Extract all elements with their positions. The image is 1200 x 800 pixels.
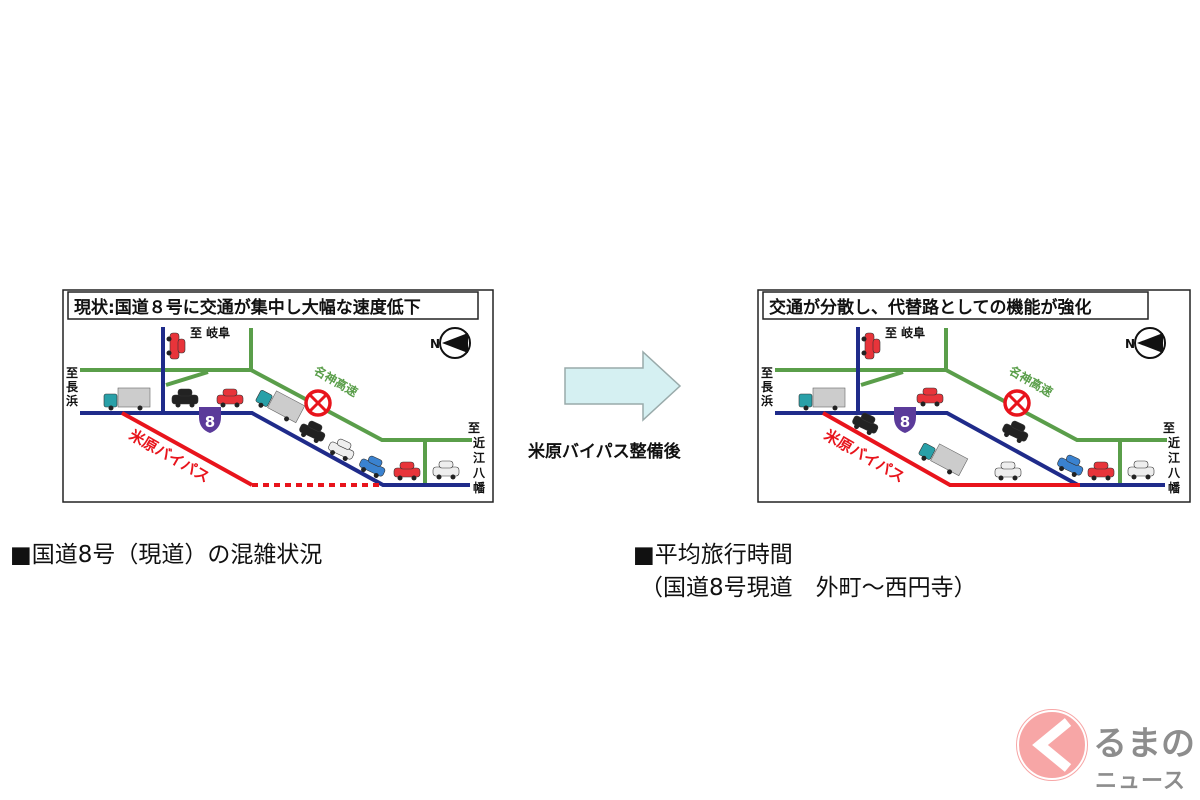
label-to-gifu: 至 岐阜 <box>190 325 230 340</box>
panel-title: 現状:国道８号に交通が集中し大幅な速度低下 <box>74 297 421 318</box>
label-to-nagahama: 浜 <box>66 393 78 408</box>
panel-title: 交通が分散し、代替路としての機能が強化 <box>769 297 1092 318</box>
label-to-omihachiman: 至 <box>1163 421 1175 435</box>
label-to-omihachiman: 近 <box>1168 435 1180 450</box>
car-icon <box>432 460 460 480</box>
panel-title-box <box>762 291 1149 320</box>
label-to-omihachiman: 八 <box>472 466 486 480</box>
label-to-omihachiman: 至 <box>468 421 480 435</box>
label-to-omihachiman: 幡 <box>473 480 486 495</box>
car-icon <box>166 332 186 360</box>
truck-icon <box>798 387 846 411</box>
label-to-omihachiman: 八 <box>1167 466 1181 480</box>
car-icon <box>359 455 386 478</box>
svg-text:8: 8 <box>205 413 215 431</box>
label-to-gifu: 至 岐阜 <box>885 325 925 340</box>
car-icon <box>1057 454 1084 477</box>
caption-travel-time-section: （国道8号現道 外町～西円寺） <box>640 575 977 601</box>
arrow-label: 米原バイパス整備後 <box>528 441 682 462</box>
truck-icon <box>918 443 969 477</box>
truck-icon <box>255 390 306 424</box>
car-icon <box>171 388 199 408</box>
car-icon <box>1127 460 1155 480</box>
label-to-nagahama: 浜 <box>761 393 773 408</box>
car-icon <box>299 420 326 443</box>
label-to-nagahama: 至 <box>66 366 78 380</box>
car-icon <box>216 388 244 408</box>
logo-text-top: るまの <box>1093 724 1195 764</box>
north-compass-icon: N <box>430 327 471 359</box>
bypass-road-built <box>121 411 253 487</box>
congestion-x-icon <box>1003 389 1031 417</box>
caption-congestion: ■国道8号（現道）の混雑状況 <box>10 542 323 568</box>
svg-text:N: N <box>430 337 440 351</box>
panel-after: 交通が分散し、代替路としての機能が強化 8N至 岐阜至長浜至近江八幡名神高速米原… <box>757 289 1191 503</box>
car-icon <box>916 387 944 407</box>
congestion-x-icon <box>304 389 332 417</box>
expressway-road <box>165 370 209 387</box>
car-icon <box>1002 420 1029 443</box>
panel-title-box <box>67 291 479 320</box>
route-8-shield: 8 <box>894 407 916 433</box>
car-icon <box>393 461 421 481</box>
truck-icon <box>103 387 151 411</box>
national-route-8 <box>80 411 470 487</box>
logo-text-bottom: ニュース <box>1095 769 1186 794</box>
car-icon <box>994 461 1022 481</box>
label-to-nagahama: 至 <box>761 366 773 380</box>
label-to-omihachiman: 幡 <box>1168 480 1181 495</box>
car-icon <box>852 412 879 435</box>
label-to-omihachiman: 江 <box>473 450 485 465</box>
label-to-omihachiman: 江 <box>1168 450 1180 465</box>
expressway-road <box>860 370 904 387</box>
svg-text:N: N <box>1125 337 1135 351</box>
label-to-nagahama: 長 <box>761 379 774 394</box>
right-arrow-icon <box>564 350 682 422</box>
car-icon <box>328 438 355 461</box>
label-to-omihachiman: 近 <box>473 435 485 450</box>
label-to-nagahama: 長 <box>66 379 79 394</box>
car-icon <box>861 332 881 360</box>
kuruma-news-logo <box>1014 707 1090 783</box>
national-route-8 <box>775 411 1165 487</box>
svg-text:8: 8 <box>900 413 910 431</box>
caption-travel-time: ■平均旅行時間 <box>633 542 793 568</box>
north-compass-icon: N <box>1125 327 1166 359</box>
car-icon <box>1087 461 1115 481</box>
panel-current: 現状:国道８号に交通が集中し大幅な速度低下 8N至 岐阜至長浜至近江八幡名神高速… <box>62 289 494 503</box>
bypass-road-built <box>822 411 1080 487</box>
route-8-shield: 8 <box>199 407 221 433</box>
